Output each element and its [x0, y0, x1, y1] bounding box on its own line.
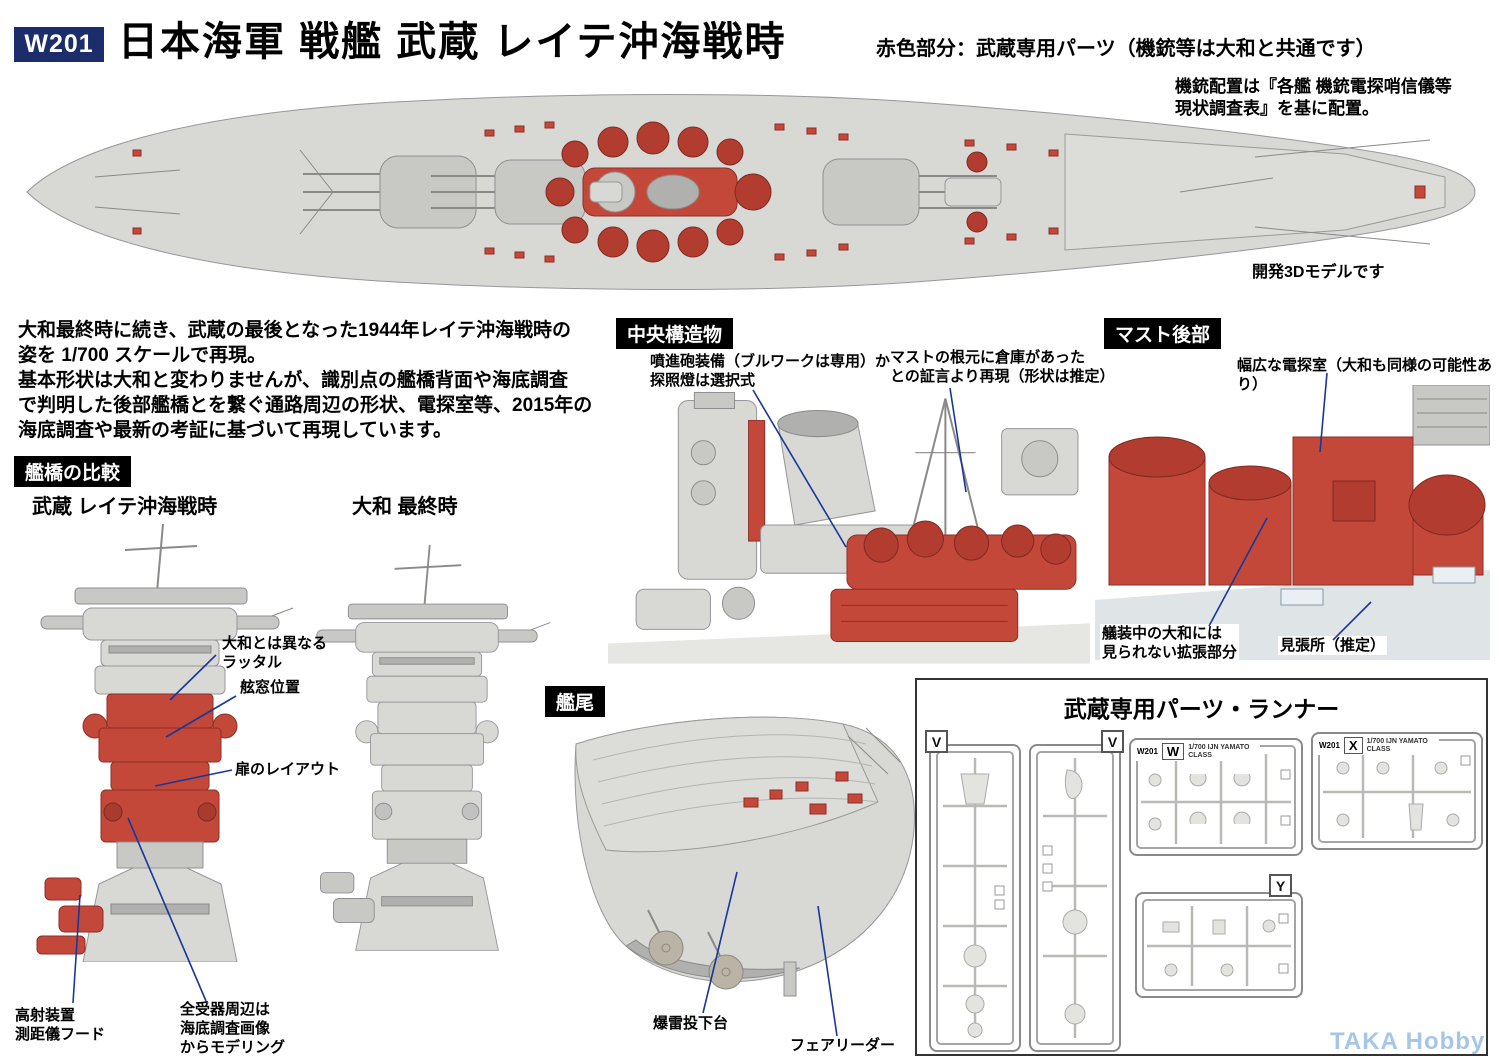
runner-v1-sprue — [943, 758, 1007, 1038]
musashi-bridge-render — [36, 523, 294, 962]
rudder — [783, 961, 797, 997]
funnel-top — [646, 174, 700, 210]
runner-x-label: W201 X 1/700 IJN YAMATO CLASS — [1317, 736, 1439, 755]
lookout-tray-2 — [1432, 566, 1476, 584]
aircraft-deck — [1064, 133, 1446, 251]
section-label-stern: 艦尾 — [545, 686, 606, 717]
annotation-mast-storage: マストの根元に倉庫があった との証言より再現（形状は推定） — [890, 349, 1115, 385]
runner-box-title: 武蔵専用パーツ・ランナー — [1063, 696, 1340, 722]
runner-x-code: W201 — [1319, 741, 1340, 750]
runner-x-desc: 1/700 IJN YAMATO CLASS — [1366, 737, 1428, 753]
runner-box: 武蔵専用パーツ・ランナー V — [915, 678, 1488, 1056]
section-label-bridge-comparison: 艦橋の比較 — [14, 456, 132, 487]
red-bulwark — [830, 588, 1019, 642]
annotation-rocket-launcher: 噴進砲装備（ブルワークは専用）か 探照燈は選択式 — [650, 353, 891, 389]
annotation-ladder: 大和とは異なる ラッタル — [222, 635, 328, 671]
red-tub-left — [1108, 456, 1206, 586]
stern-render — [574, 716, 915, 997]
section-label-central-structure: 中央構造物 — [616, 318, 734, 349]
page-title: 日本海軍 戦艦 武蔵 レイテ沖海戦時 — [118, 20, 787, 64]
aa-mounts-red — [484, 121, 1059, 263]
central-structure-render — [608, 392, 1090, 664]
watermark: TAKA Hobby — [1330, 1028, 1486, 1055]
stern-deck — [575, 716, 879, 853]
runner-w-sprue — [1141, 754, 1291, 844]
product-code-badge: W201 — [14, 27, 104, 62]
runner-w-desc: 1/700 IJN YAMATO CLASS — [1188, 743, 1250, 759]
runner-w-tag: W — [1161, 743, 1185, 760]
runner-v2-sprue — [1042, 758, 1107, 1038]
annotation-rangefinder-hood: 高射装置 測距儀フード — [15, 1007, 106, 1043]
yamato-bridge-title: 大和 最終時 — [352, 496, 458, 518]
annotation-lookout: 見張所（推定） — [1278, 636, 1388, 655]
yamato-bridge-render — [316, 544, 551, 951]
annotation-depth-charge: 爆雷投下台 — [653, 1015, 729, 1032]
annotation-porthole: 舷窓位置 — [240, 679, 301, 696]
mast-rear-render — [1095, 385, 1490, 660]
runner-x-sprue — [1323, 748, 1471, 838]
lookout-tray — [1280, 588, 1324, 606]
turret-a — [303, 155, 477, 229]
dev-model-caption: 開発3Dモデルです — [1252, 264, 1385, 281]
section-label-mast-rear: マスト後部 — [1104, 318, 1222, 349]
annotation-radar-room: 幅広な電探室（大和も同様の可能性あり） — [1237, 357, 1493, 393]
musashi-bridge-title: 武蔵 レイテ沖海戦時 — [32, 496, 218, 518]
runner-y — [1135, 892, 1303, 998]
searchlight — [1021, 440, 1059, 478]
annotation-door-layout: 扉のレイアウト — [235, 761, 341, 778]
runner-w-code: W201 — [1137, 747, 1158, 756]
red-parts-note: 赤色部分：武蔵専用パーツ（機銃等は大和と共通です） — [876, 38, 1376, 60]
turret-b — [431, 159, 586, 225]
runner-v1-tag: V — [925, 730, 948, 753]
gun-layout-note: 機銃配置は『各艦 機銃電探哨信儀等 現状調査表』を基に配置。 — [1175, 77, 1452, 118]
turret-c — [822, 158, 997, 226]
propeller-2 — [708, 954, 744, 990]
runner-y-sprue — [1147, 906, 1291, 986]
runner-v2-tag: V — [1101, 730, 1124, 753]
intro-paragraph: 大和最終時に続き、武蔵の最後となった1944年レイテ沖海戦時の 姿を 1/700… — [18, 320, 593, 441]
stern-red-parts — [743, 771, 863, 815]
annotation-extension: 艤装中の大和には 見られない拡張部分 — [1100, 624, 1240, 662]
runner-v1 — [929, 744, 1021, 1052]
runner-y-tag: Y — [1269, 874, 1292, 897]
runner-x-tag: X — [1343, 737, 1363, 754]
runner-w-label: W201 W 1/700 IJN YAMATO CLASS — [1135, 742, 1261, 761]
annotation-receiver-modeling: 全受器周辺は 海底調査画像 からモデリング — [180, 1001, 286, 1056]
annotation-fairleader: フェアリーダー — [790, 1037, 896, 1054]
bridge-rear — [677, 399, 758, 580]
ship-top-view-render — [26, 94, 1476, 290]
runner-v2 — [1029, 744, 1121, 1052]
propeller — [648, 930, 684, 966]
